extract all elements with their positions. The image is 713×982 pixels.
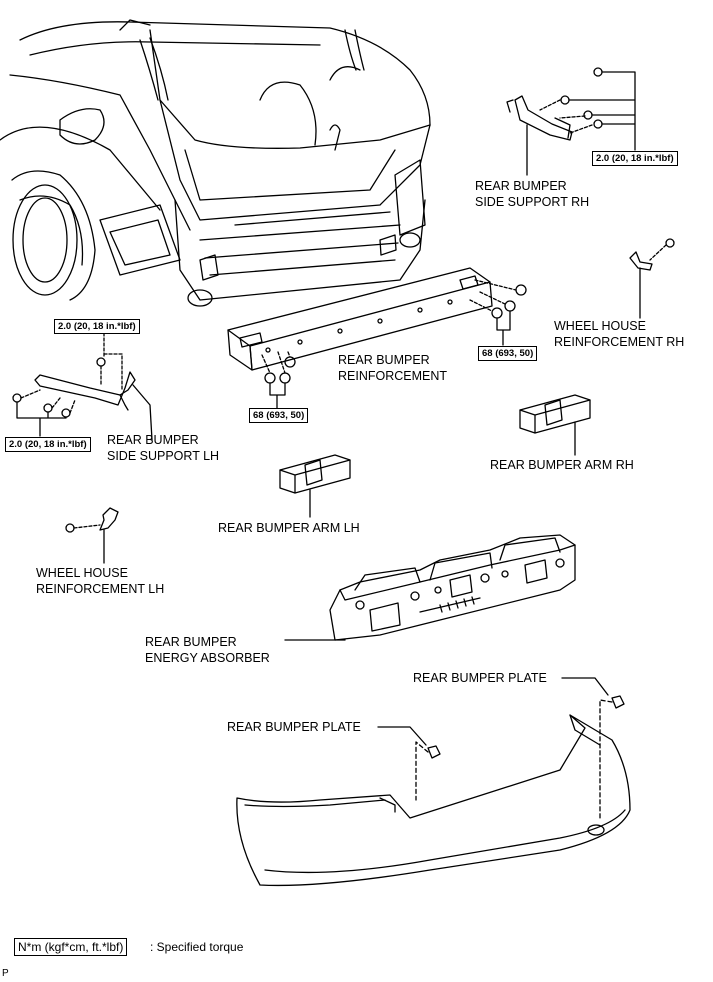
label-line: REINFORCEMENT: [338, 369, 448, 383]
wheel-house-rh-part: [630, 239, 674, 270]
label-line: SIDE SUPPORT RH: [475, 195, 590, 209]
label-reinforcement: REAR BUMPER REINFORCEMENT: [338, 352, 447, 384]
legend-unit-box: N*m (kgf*cm, ft.*lbf): [14, 938, 128, 956]
label-line: REINFORCEMENT RH: [554, 335, 685, 349]
leader-plate-right: [562, 678, 608, 695]
torque-lh-support-top: 2.0 (20, 18 in.*lbf): [54, 319, 140, 334]
label-wheel-house-lh: WHEEL HOUSE REINFORCEMENT LH: [36, 565, 164, 597]
label-line: REINFORCEMENT LH: [36, 582, 165, 596]
legend-description: : Specified torque: [150, 940, 244, 954]
label-line: WHEEL HOUSE: [554, 319, 646, 333]
reinforcement-nuts-left: [262, 352, 295, 408]
torque-reinforcement-left: 68 (693, 50): [249, 408, 309, 423]
label-wheel-house-rh: WHEEL HOUSE REINFORCEMENT RH: [554, 318, 684, 350]
vehicle-body: [0, 20, 430, 306]
side-support-rh-part: [507, 68, 635, 150]
leader-side-support-lh: [133, 385, 152, 440]
reinforcement-part: [228, 268, 492, 370]
reinforcement-nuts-right: [470, 280, 526, 345]
side-support-lh-part: [13, 333, 135, 436]
label-line: WHEEL HOUSE: [36, 566, 128, 580]
arm-lh-part: [280, 455, 350, 493]
label-line: REAR BUMPER: [338, 353, 430, 367]
arm-rh-part: [520, 395, 590, 433]
bumper-plate-right-part: [600, 696, 624, 820]
torque-lh-support-bottom: 2.0 (20, 18 in.*lbf): [5, 437, 91, 452]
label-line: SIDE SUPPORT LH: [107, 449, 220, 463]
page-id: P: [2, 968, 9, 979]
label-plate-right: REAR BUMPER PLATE: [413, 671, 547, 685]
label-line: REAR BUMPER: [145, 635, 237, 649]
bumper-cover-part: [237, 715, 630, 885]
label-arm-rh: REAR BUMPER ARM RH: [490, 458, 634, 472]
energy-absorber-part: [330, 535, 575, 640]
leader-plate-left: [378, 727, 426, 745]
label-side-support-rh: REAR BUMPER SIDE SUPPORT RH: [475, 178, 589, 210]
wheel-house-lh-part: [66, 508, 118, 532]
label-energy-absorber: REAR BUMPER ENERGY ABSORBER: [145, 634, 270, 666]
label-line: REAR BUMPER: [107, 433, 199, 447]
label-arm-lh: REAR BUMPER ARM LH: [218, 521, 360, 535]
label-line: REAR BUMPER: [475, 179, 567, 193]
label-plate-left: REAR BUMPER PLATE: [227, 720, 361, 734]
torque-rh-support: 2.0 (20, 18 in.*lbf): [592, 151, 678, 166]
bumper-plate-left-part: [416, 742, 440, 800]
torque-reinforcement-right: 68 (693, 50): [478, 346, 538, 361]
label-line: ENERGY ABSORBER: [145, 651, 270, 665]
label-side-support-lh: REAR BUMPER SIDE SUPPORT LH: [107, 432, 219, 464]
